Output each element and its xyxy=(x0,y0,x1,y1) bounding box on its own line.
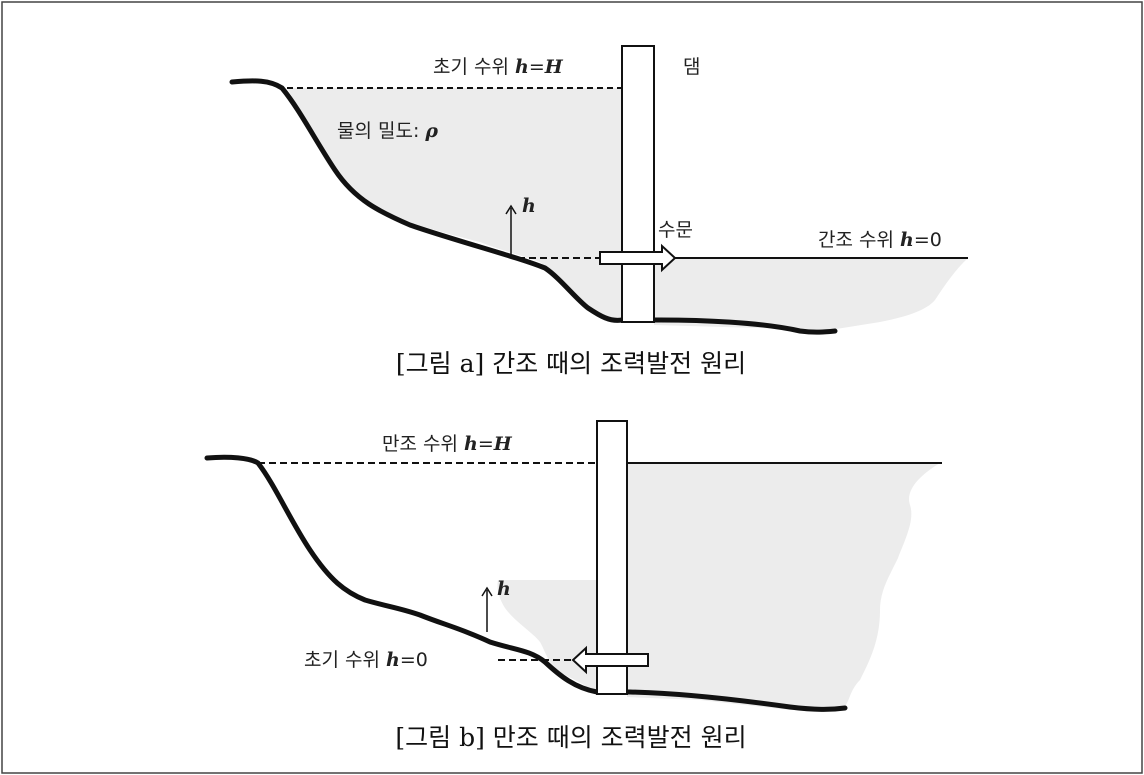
dam-b xyxy=(596,420,628,695)
terrain-line-b xyxy=(204,454,848,712)
ebb-level-label: 간조 수위 h=0 xyxy=(818,229,942,251)
gate-arrow-right xyxy=(599,243,677,273)
gate-label: 수문 xyxy=(658,219,693,241)
reservoir-water-b xyxy=(497,580,597,693)
dam-a xyxy=(621,45,655,323)
figure-b: 만조 수위 h=H h 초기 수위 h=0 [그림 b] 만조 때의 조력발전 … xyxy=(204,420,942,752)
density-label: 물의 밀도: ρ xyxy=(337,120,438,142)
reservoir-water-a xyxy=(287,88,622,322)
h-arrow-label-a: h xyxy=(522,195,536,217)
h-arrow-a xyxy=(505,204,517,255)
figure-a: 초기 수위 h=H 댐 물의 밀도: ρ h 수문 간조 수위 h=0 [그림 … xyxy=(229,45,968,378)
h-arrow-b xyxy=(481,586,493,632)
caption-b: [그림 b] 만조 때의 조력발전 원리 xyxy=(395,723,746,752)
sea-water-b xyxy=(627,463,940,710)
flood-level-label: 만조 수위 h=H xyxy=(382,433,513,455)
h-arrow-label-b: h xyxy=(497,578,511,600)
initial-level-label-b: 초기 수위 h=0 xyxy=(304,649,428,671)
caption-a: [그림 a] 간조 때의 조력발전 원리 xyxy=(396,349,746,378)
initial-level-label-a: 초기 수위 h=H xyxy=(433,56,564,78)
dam-label: 댐 xyxy=(683,56,700,78)
gate-arrow-left xyxy=(571,645,649,675)
sea-water-a xyxy=(654,258,968,330)
